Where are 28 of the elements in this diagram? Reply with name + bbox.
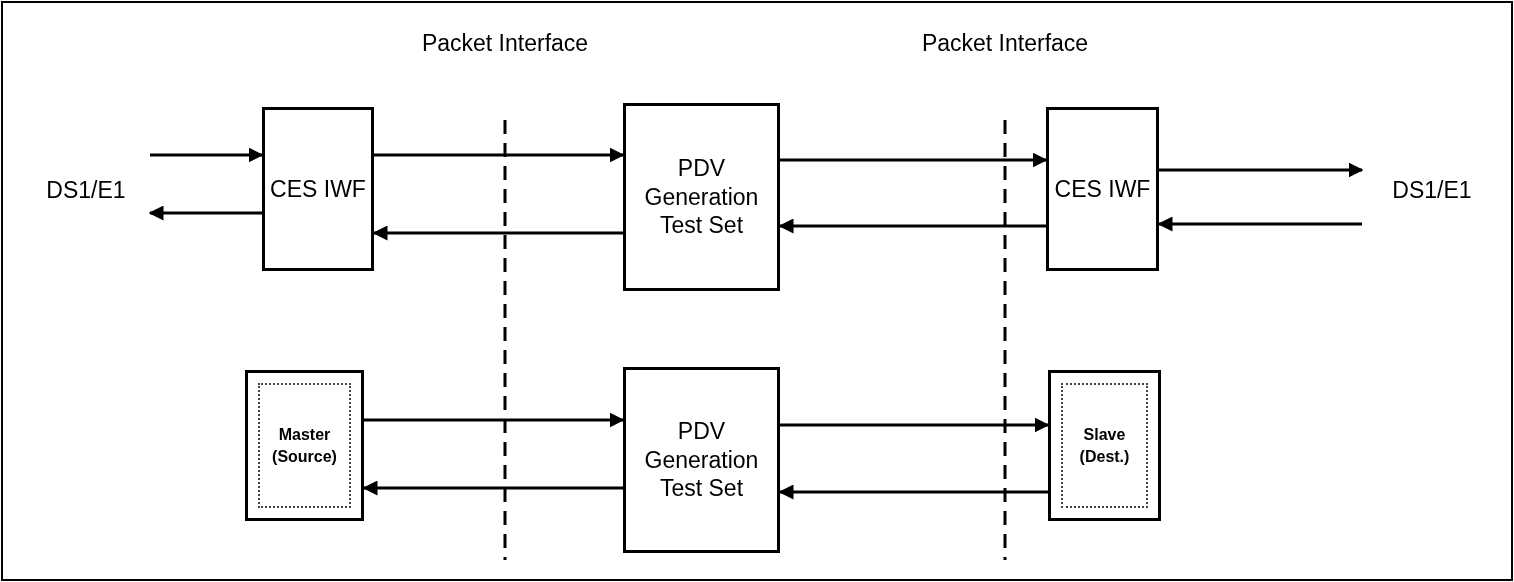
arrow: [372, 225, 623, 241]
process-box: [1046, 107, 1159, 271]
box-label: CES IWF: [270, 174, 366, 204]
endpoint-box: [245, 370, 364, 521]
interface-label: Packet Interface: [921, 30, 1089, 57]
arrow: [364, 412, 625, 428]
arrow: [148, 205, 262, 221]
box-label: Slave (Dest.): [1078, 424, 1131, 467]
arrow: [1157, 216, 1362, 232]
process-box: [623, 103, 780, 291]
arrow: [362, 480, 623, 496]
signal-label: DS1/E1: [22, 170, 150, 210]
arrow: [374, 147, 625, 163]
endpoint-box: [1048, 370, 1161, 521]
arrow: [1159, 162, 1364, 178]
process-box: [262, 107, 374, 271]
arrow: [780, 417, 1050, 433]
box-label: Master (Source): [271, 424, 338, 467]
arrow: [150, 147, 264, 163]
arrow: [778, 484, 1048, 500]
arrow: [780, 152, 1048, 168]
box-label: PDV Generation Test Set: [643, 416, 760, 504]
interface-label: Packet Interface: [421, 30, 589, 57]
box-label: PDV Generation Test Set: [643, 153, 760, 241]
signal-label: DS1/E1: [1362, 170, 1502, 210]
box-label: CES IWF: [1054, 174, 1151, 204]
arrow: [778, 218, 1046, 234]
process-box: [623, 367, 780, 553]
